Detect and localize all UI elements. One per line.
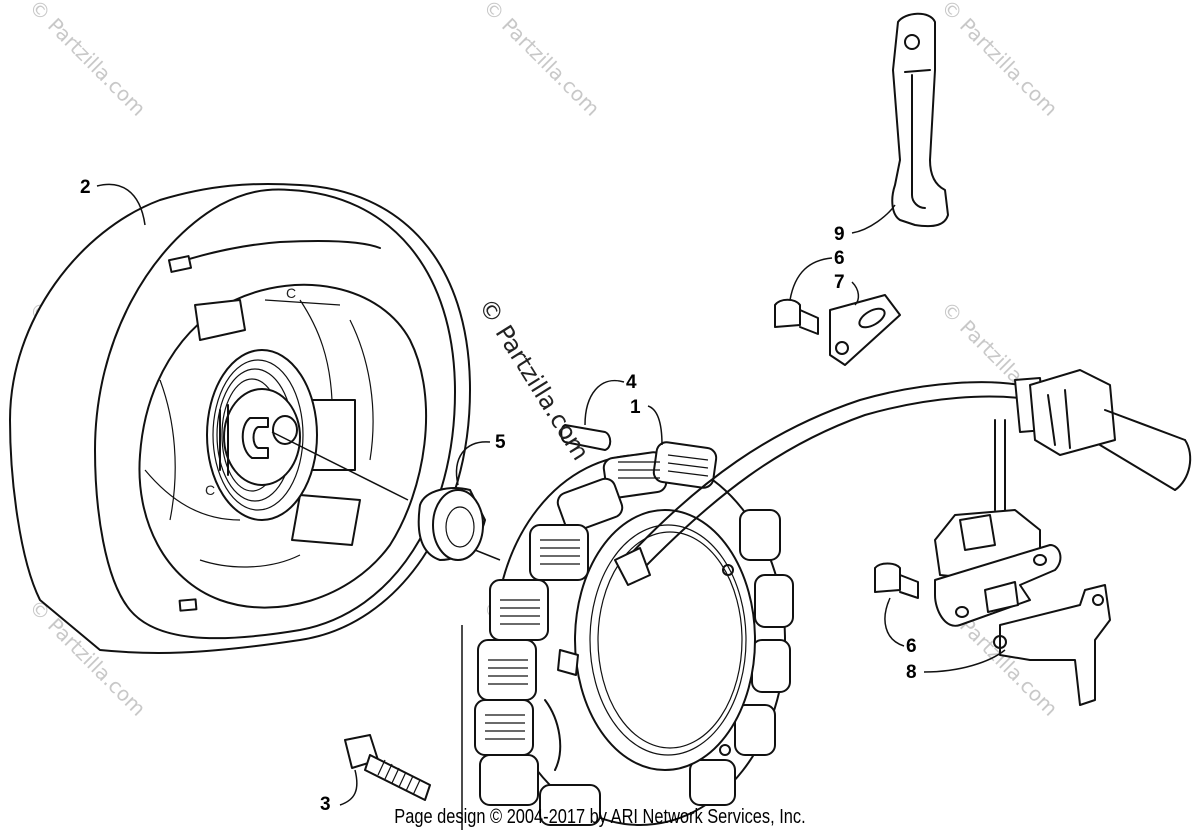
wire-clamp	[891, 12, 949, 228]
callout-4: 4	[626, 372, 637, 393]
leader-6-top	[789, 257, 833, 301]
watermark-top-right: © Partzilla.com	[936, 0, 1062, 121]
pickup-coil-bracket	[874, 509, 1111, 706]
woodruff-key	[560, 424, 612, 451]
callout-1: 1	[630, 397, 641, 418]
wiring-harness	[614, 369, 1192, 586]
bolt	[344, 734, 431, 801]
flywheel-rotor: C C	[9, 182, 501, 654]
callout-5: 5	[495, 432, 506, 453]
spacer	[417, 487, 486, 561]
watermark-top-center: © Partzilla.com	[478, 0, 604, 121]
leader-9	[851, 204, 896, 234]
callout-2: 2	[80, 177, 91, 198]
leader-3	[339, 769, 358, 806]
stator-assembly	[474, 441, 794, 826]
watermark-center: © Partzilla.com	[473, 293, 595, 465]
callout-8: 8	[906, 662, 917, 683]
svg-text:C: C	[286, 285, 296, 301]
copyright-footer: Page design © 2004-2017 by ARI Network S…	[394, 806, 806, 828]
leader-6-bottom	[884, 597, 905, 647]
callout-9: 9	[834, 224, 845, 245]
callout-3: 3	[320, 794, 331, 815]
leader-2	[96, 183, 146, 226]
leader-1	[647, 405, 663, 446]
callout-6-top: 6	[834, 248, 845, 269]
callouts: 2 5 4 1 3 9 6 7 6 8	[80, 177, 1006, 830]
leader-5	[455, 441, 491, 486]
leader-7	[851, 281, 860, 306]
leader-4	[584, 379, 625, 426]
callout-6-bottom: 6	[906, 636, 917, 657]
svg-text:C: C	[205, 482, 215, 498]
watermark-top-left: © Partzilla.com	[24, 0, 150, 121]
leader-8	[923, 649, 1006, 673]
callout-7: 7	[834, 272, 845, 293]
screw-and-plate	[774, 294, 901, 366]
